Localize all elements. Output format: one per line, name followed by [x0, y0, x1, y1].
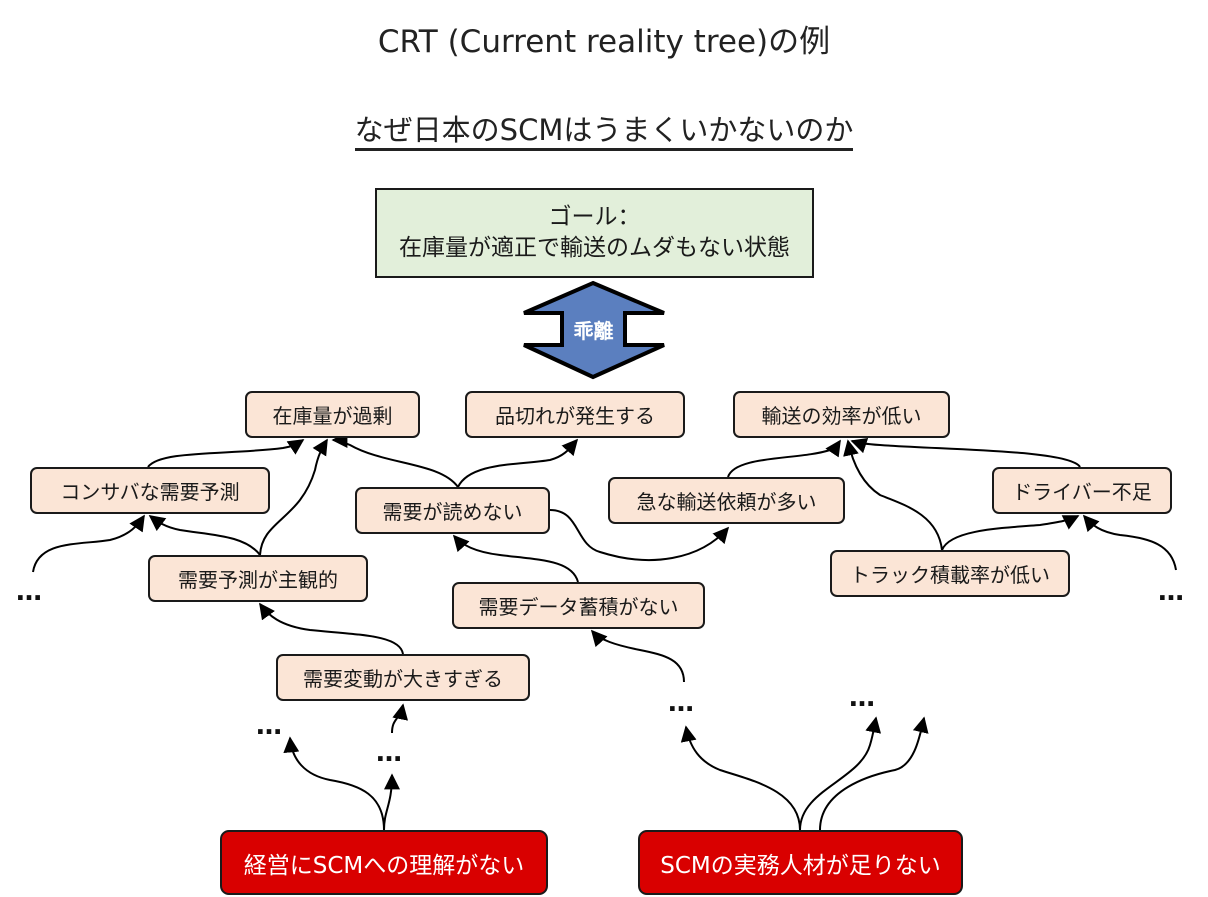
- edge-root2-to-ellipsis-left: [680, 725, 801, 831]
- edge-volatility-to-subjective: [259, 602, 404, 655]
- edge-conservative-to-excess: [147, 439, 305, 468]
- gap-double-arrow: [523, 280, 665, 380]
- edge-truck-to-driver: [941, 515, 1080, 551]
- edge-urgent-to-efficiency: [727, 439, 841, 478]
- edge-truck-to-efficiency: [843, 439, 943, 551]
- node-excess-inventory: 在庫量が過剰: [245, 391, 420, 438]
- edge-unpredictable-to-excess: [331, 432, 459, 488]
- node-subjective-forecast: 需要予測が主観的: [148, 555, 368, 602]
- edge-ellipsis-to-driver: [1082, 514, 1177, 571]
- ellipsis-lower-mid: …: [376, 738, 403, 768]
- edge-ellipsis-to-conservative: [32, 514, 145, 573]
- edge-root2-to-ellipsis-right: [819, 716, 929, 831]
- root-scm-talent-shortage: SCMの実務人材が足りない: [638, 830, 963, 895]
- edge-driver-to-efficiency: [850, 437, 1081, 468]
- subtitle-text: なぜ日本のSCMはうまくいかないのか: [354, 113, 854, 151]
- edge-ellipsis-to-volatility: [391, 703, 409, 734]
- node-demand-unpredictable: 需要が読めない: [355, 487, 550, 534]
- root-management-lacks-scm-understanding: 経営にSCMへの理解がない: [220, 830, 548, 895]
- edge-subjective-to-conservative: [148, 515, 261, 556]
- goal-box: ゴール： 在庫量が適正で輸送のムダもない状態: [375, 188, 814, 278]
- edge-ellipsis-to-nodata: [590, 629, 685, 683]
- edge-nodata-to-unpredictable: [452, 534, 579, 583]
- slide-title: CRT (Current reality tree)の例: [377, 24, 831, 60]
- goal-label: ゴール：: [548, 204, 641, 230]
- node-urgent-transport-requests: 急な輸送依頼が多い: [608, 477, 845, 524]
- ellipsis-lower-right: …: [849, 683, 876, 713]
- ellipsis-right: …: [1158, 577, 1185, 607]
- edge-root2-to-ellipsis-mid: [799, 716, 882, 831]
- slide-subtitle: なぜ日本のSCMはうまくいかないのか: [0, 108, 1208, 152]
- node-low-transport-efficiency: 輸送の効率が低い: [733, 391, 950, 438]
- edge-unpredictable-to-urgent: [549, 509, 730, 561]
- node-driver-shortage: ドライバー不足: [992, 467, 1172, 514]
- node-no-demand-data: 需要データ蓄積がない: [452, 582, 705, 629]
- goal-text: 在庫量が適正で輸送のムダもない状態: [399, 235, 790, 261]
- edge-root1-to-ellipsis-mid: [383, 773, 400, 831]
- gap-label: 乖離: [573, 318, 614, 343]
- edge-root1-to-ellipsis-left: [283, 736, 385, 831]
- ellipsis-left: …: [16, 577, 43, 607]
- node-demand-volatility: 需要変動が大きすぎる: [276, 654, 530, 701]
- edge-unpredictable-to-stockout: [457, 438, 579, 488]
- node-low-truck-load-rate: トラック積載率が低い: [830, 550, 1070, 597]
- node-conservative-forecast: コンサバな需要予測: [30, 467, 270, 514]
- node-stockout: 品切れが発生する: [465, 391, 685, 438]
- edge-subjective-to-excess: [259, 438, 328, 556]
- ellipsis-lower-center: …: [668, 688, 695, 718]
- ellipsis-lower-left: …: [256, 711, 283, 741]
